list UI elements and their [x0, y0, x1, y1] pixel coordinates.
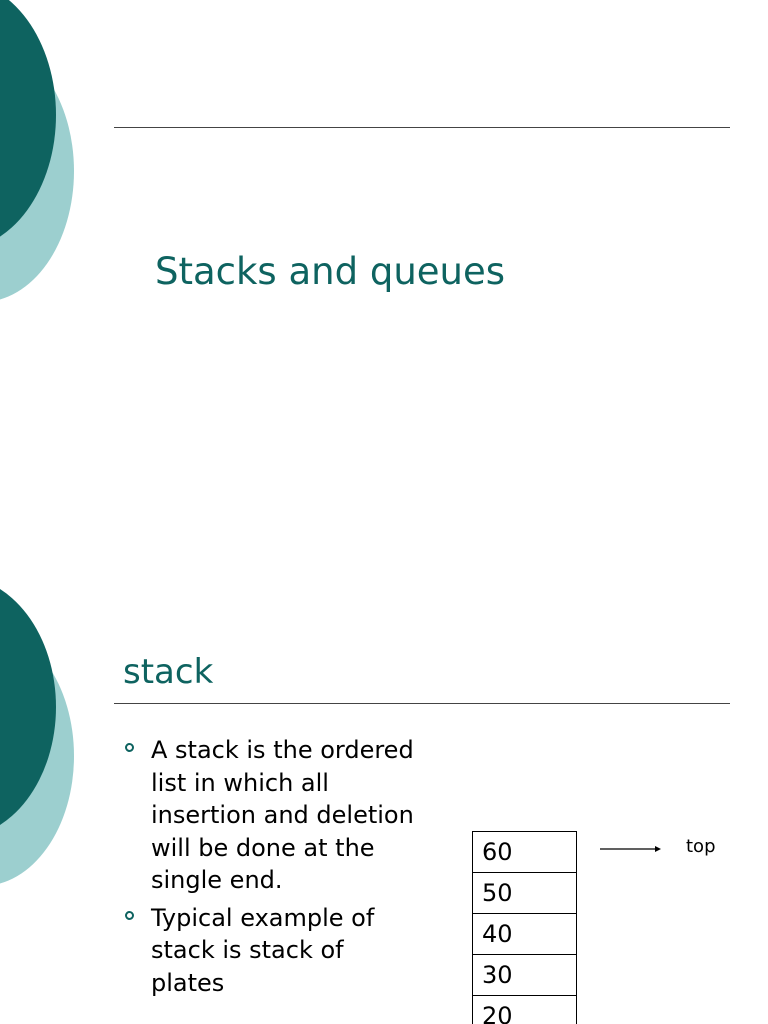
stack-cell: 40 [472, 914, 577, 955]
stack-diagram: 60 50 40 30 20 [472, 831, 577, 1024]
stack-cell-value: 50 [482, 879, 513, 907]
slide-title: Stacks and queues [0, 0, 730, 302]
bullet-circle-icon [125, 910, 134, 920]
bullet-circle-icon [125, 743, 134, 752]
bullet-item: A stack is the ordered list in which all… [124, 734, 424, 897]
bullet-text: A stack is the ordered list in which all… [151, 736, 414, 894]
stack-cell: 30 [472, 955, 577, 996]
bullet-text: Typical example of stack is stack of pla… [151, 903, 375, 997]
arrow-right-icon [600, 846, 661, 852]
stack-cell: 20 [472, 996, 577, 1024]
slide-heading: stack [123, 652, 214, 692]
stack-cell: 50 [472, 873, 577, 914]
stack-cell-value: 30 [482, 961, 513, 989]
stack-cell-value: 20 [482, 1002, 513, 1024]
slide-title-text: Stacks and queues [155, 250, 506, 293]
title-divider [114, 127, 730, 128]
bullet-list: A stack is the ordered list in which all… [124, 734, 424, 1004]
stack-cell-value: 40 [482, 920, 513, 948]
top-pointer-label: top [686, 836, 716, 857]
slide-stack: stack A stack is the ordered list in whi… [0, 576, 768, 1024]
stack-cell-value: 60 [482, 838, 513, 866]
heading-divider [114, 703, 730, 704]
bullet-item: Typical example of stack is stack of pla… [124, 902, 424, 1000]
stack-cell: 60 [472, 831, 577, 873]
